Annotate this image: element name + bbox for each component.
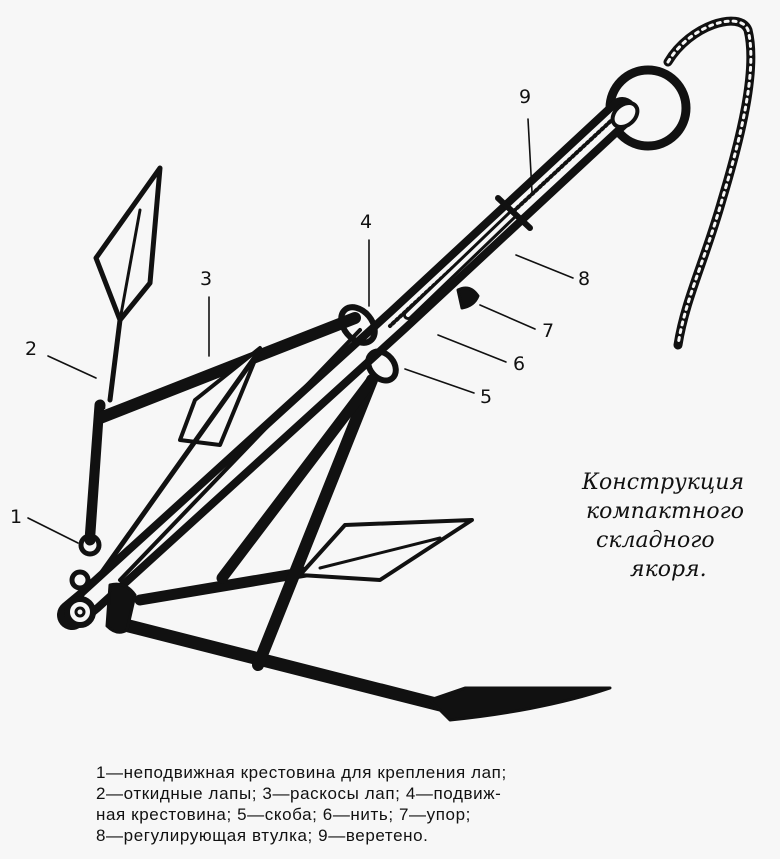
caption-line: складного: [596, 528, 715, 553]
fixed-crosspiece: [64, 533, 137, 634]
callout-4: 4: [360, 211, 373, 233]
rope: [663, 16, 756, 350]
fluke-arm-lower: [118, 618, 612, 722]
fluke-brace-lower: [252, 374, 378, 671]
fluke-arm-upper: [84, 165, 163, 546]
legend-row: 1—неподвижная крестовина для крепления л…: [96, 763, 507, 782]
stop: [456, 286, 480, 310]
callout-6: 6: [513, 353, 526, 375]
caption-line: якоря.: [630, 557, 707, 582]
parts-legend: 1—неподвижная крестовина для крепления л…: [96, 762, 696, 846]
fluke-brace-upper: [94, 312, 361, 424]
leader-lines: [27, 118, 574, 544]
legend-row: 8—регулирующая втулка; 9—веретено.: [96, 826, 429, 845]
fluke-middle-back: [97, 328, 362, 582]
callout-3: 3: [200, 268, 213, 290]
movable-crosspiece: [338, 304, 399, 384]
figure-caption: Конструкция компактного складного якоря.: [576, 468, 776, 584]
anchor-illustration: [27, 16, 756, 722]
caption-line: Конструкция: [582, 470, 745, 495]
callout-1: 1: [10, 506, 23, 528]
adjusting-sleeve: [403, 195, 533, 320]
callout-8: 8: [578, 268, 591, 290]
callout-2: 2: [25, 338, 38, 360]
callout-7: 7: [542, 320, 555, 342]
legend-row: ная крестовина; 5—скоба; 6—нить; 7—упор;: [96, 805, 471, 824]
callout-9: 9: [519, 86, 532, 108]
callout-5: 5: [480, 386, 493, 408]
caption-line: компактного: [586, 499, 745, 524]
legend-row: 2—откидные лапы; 3—раскосы лап; 4—подвиж…: [96, 784, 502, 803]
